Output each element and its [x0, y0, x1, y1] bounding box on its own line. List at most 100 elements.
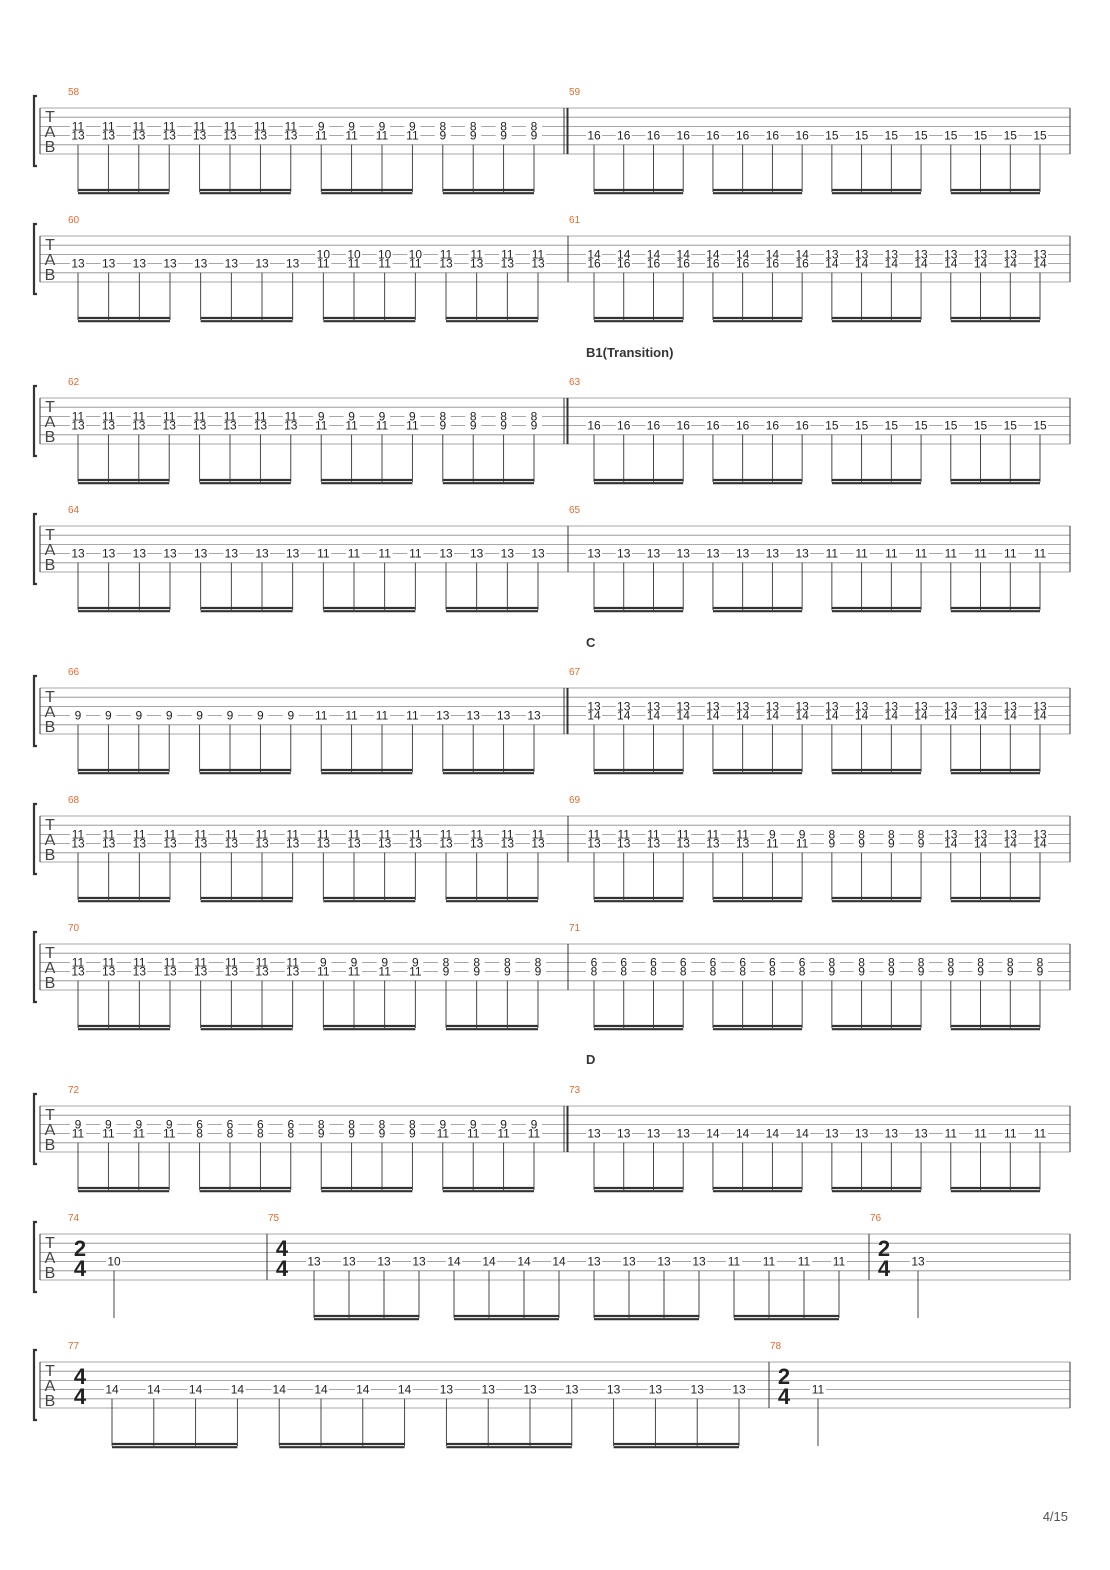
beat: 68 — [645, 955, 662, 1028]
fret-number: 13 — [440, 1383, 454, 1397]
fret-mask — [315, 957, 332, 967]
fret-number: 11 — [378, 547, 391, 561]
fret-mask — [315, 258, 332, 268]
beat: 14 — [446, 1255, 462, 1318]
fret-number: 11 — [286, 955, 299, 969]
fret-mask — [465, 710, 482, 720]
fret-mask — [346, 838, 362, 848]
fret-mask — [675, 838, 692, 848]
fret-number: 8 — [858, 827, 865, 841]
fret-number: 9 — [75, 1117, 82, 1131]
fret-number: 13 — [825, 247, 839, 261]
fret-number: 13 — [439, 837, 453, 851]
fret-number: 11 — [72, 955, 85, 969]
fret-mask — [465, 130, 482, 140]
beat: 911 — [374, 119, 390, 192]
fret-mask — [764, 420, 781, 430]
beat: 89 — [499, 955, 516, 1028]
fret-mask — [162, 258, 178, 268]
fret-number: 11 — [102, 409, 115, 423]
fret-mask — [70, 548, 86, 558]
fret-mask — [106, 1256, 122, 1266]
fret-number: 9 — [409, 119, 416, 133]
fret-mask — [704, 966, 721, 976]
fret-number: 8 — [591, 965, 598, 979]
measure: 6211131113111311131113111311131113911911… — [68, 377, 568, 485]
fret-number: 11 — [376, 419, 389, 433]
fret-number: 14 — [1004, 837, 1018, 851]
fret-mask — [131, 548, 148, 558]
fret-number: 13 — [523, 1383, 537, 1397]
fret-mask — [621, 1256, 637, 1266]
fret-mask — [343, 710, 360, 720]
fret-mask — [434, 420, 451, 430]
fret-number: 13 — [225, 837, 239, 851]
fret-mask — [605, 1384, 622, 1394]
fret-mask — [404, 1119, 421, 1129]
fret-number: 13 — [732, 1383, 746, 1397]
fret-number: 11 — [315, 709, 328, 723]
fret-number: 15 — [944, 129, 958, 143]
fret-number: 13 — [587, 837, 601, 851]
fret-mask — [764, 130, 781, 140]
fret-mask — [315, 838, 332, 848]
fret-mask — [252, 411, 269, 421]
tab-clef-letter: T — [45, 527, 55, 544]
beat: 13 — [645, 547, 662, 610]
fret-mask — [499, 838, 516, 848]
fret-mask — [282, 130, 299, 140]
fret-number: 13 — [914, 699, 928, 713]
fret-number: 11 — [501, 827, 514, 841]
fret-number: 14 — [517, 1255, 531, 1269]
fret-number: 13 — [647, 547, 661, 561]
measure-number: 61 — [569, 215, 581, 226]
fret-mask — [284, 548, 301, 558]
fret-number: 9 — [977, 965, 984, 979]
beat: 9 — [161, 709, 178, 772]
fret-mask — [100, 411, 117, 421]
measure-number: 60 — [68, 215, 80, 226]
fret-mask — [70, 829, 86, 839]
fret-mask — [764, 258, 781, 268]
fret-mask — [1032, 548, 1048, 558]
fret-mask — [282, 710, 299, 720]
fret-mask — [942, 957, 959, 967]
fret-number: 8 — [710, 965, 717, 979]
fret-mask — [586, 1256, 602, 1266]
fret-number: 11 — [133, 827, 146, 841]
beat: 16 — [704, 129, 721, 192]
fret-mask — [530, 966, 546, 976]
beat: 13 — [192, 257, 209, 320]
section-label: D — [586, 1052, 595, 1067]
fret-mask — [586, 1128, 602, 1138]
fret-number: 16 — [617, 129, 631, 143]
beat: 68 — [615, 955, 632, 1028]
fret-mask — [913, 829, 930, 839]
fret-mask — [1032, 710, 1048, 720]
fret-number: 6 — [227, 1117, 234, 1131]
fret-number: 13 — [587, 699, 601, 713]
fret-mask — [764, 838, 781, 848]
fret-mask — [526, 710, 542, 720]
fret-number: 13 — [133, 965, 147, 979]
beat: 911 — [70, 1117, 86, 1190]
fret-mask — [100, 130, 117, 140]
beat: 15 — [883, 129, 900, 192]
fret-mask — [764, 957, 781, 967]
fret-number: 13 — [1033, 247, 1047, 261]
fret-mask — [376, 548, 393, 558]
system-bracket — [32, 674, 37, 748]
fret-mask — [434, 1128, 451, 1138]
fret-number: 13 — [194, 547, 208, 561]
fret-number: 13 — [587, 547, 601, 561]
fret-mask — [407, 548, 424, 558]
fret-number: 11 — [194, 955, 207, 969]
beat: 911 — [434, 1117, 451, 1190]
fret-mask — [942, 249, 959, 259]
beat: 89 — [526, 119, 542, 192]
fret-mask — [70, 710, 86, 720]
